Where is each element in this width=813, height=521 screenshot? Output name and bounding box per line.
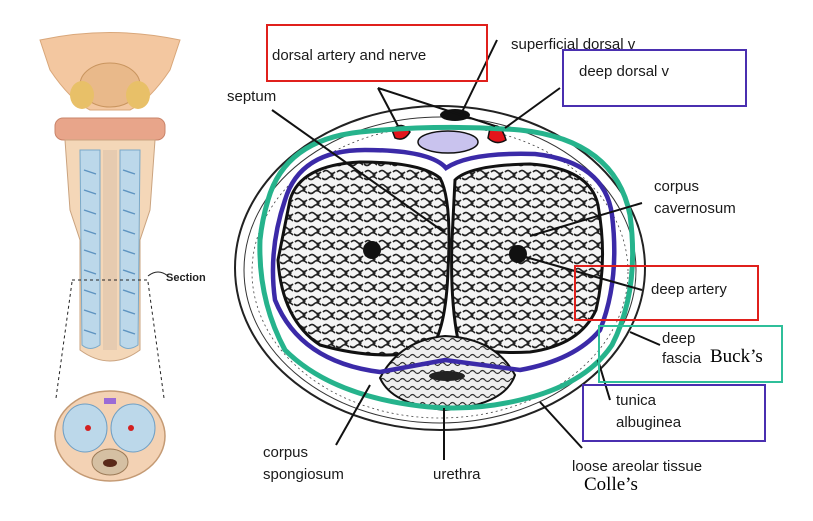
label-corpus-spongiosum-2: spongiosum	[263, 466, 344, 483]
left-deep-artery	[363, 241, 381, 259]
teal-box-bucks	[598, 325, 783, 383]
label-superficial-dorsal-v: superficial dorsal v	[511, 36, 636, 53]
label-urethra: urethra	[433, 466, 481, 483]
label-corpus-spongiosum-1: corpus	[263, 444, 309, 461]
red-box-deep-artery	[574, 265, 759, 321]
label-tunica-2: albuginea	[616, 414, 682, 431]
label-bucks: Buck’s	[710, 346, 763, 367]
label-septum: septum	[227, 88, 277, 105]
bucks-fascia-outline	[257, 124, 636, 411]
overview-illustration	[39, 32, 181, 482]
purple-box-tunica	[582, 384, 766, 442]
red-box-dorsal-artery	[266, 24, 488, 82]
label-deep-artery: deep artery	[651, 281, 727, 298]
label-corpus-cavernosum-2: cavernosum	[654, 200, 736, 217]
left-corpus-cavernosum	[276, 160, 451, 357]
purple-box-deep-dorsal-v	[562, 49, 747, 107]
label-colles: Colle’s	[584, 474, 638, 495]
section-label: Section	[166, 272, 206, 284]
label-corpus-cavernosum-1: corpus	[654, 178, 700, 195]
label-loose-areolar: loose areolar tissue	[572, 458, 703, 475]
deep-dorsal-vein	[417, 130, 479, 154]
label-dorsal-artery-nerve: dorsal artery and nerve	[272, 47, 427, 64]
label-deep-fascia-2: fascia	[662, 350, 702, 367]
label-deep-fascia-1: deep	[662, 330, 696, 347]
label-deep-dorsal-v: deep dorsal v	[579, 63, 670, 80]
right-deep-artery	[509, 245, 527, 263]
label-tunica-1: tunica	[616, 392, 657, 409]
tunica-outline	[270, 147, 617, 375]
